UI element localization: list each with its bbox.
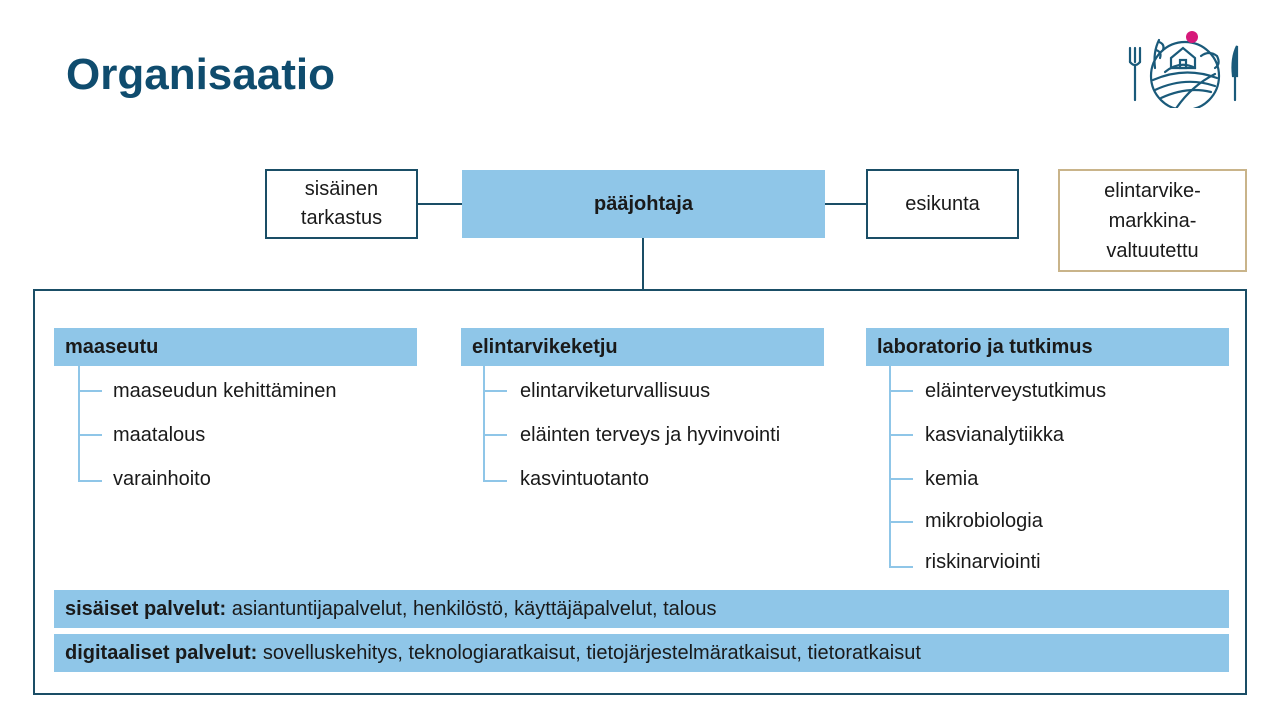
- list-item: maatalous: [113, 424, 206, 446]
- internal-audit-box: sisäinen tarkastus: [265, 169, 418, 239]
- list-item: varainhoito: [113, 468, 211, 490]
- band-label: digitaaliset palvelut:: [65, 642, 258, 664]
- tree-line: [78, 366, 80, 482]
- tree-branch: [891, 390, 913, 392]
- departments-container: [33, 289, 1247, 695]
- dept-header-maaseutu: maaseutu: [54, 328, 417, 366]
- tree-branch: [485, 480, 507, 482]
- tree-line: [889, 366, 891, 568]
- tree-branch: [891, 434, 913, 436]
- band-text: asiantuntijapalvelut, henkilöstö, käyttä…: [226, 598, 717, 620]
- ombudsman-box: elintarvike- markkina- valtuutettu: [1058, 169, 1247, 272]
- dept-header-laboratorio: laboratorio ja tutkimus: [866, 328, 1229, 366]
- tree-branch: [80, 390, 102, 392]
- digital-services-band: digitaaliset palvelut: sovelluskehitys, …: [54, 634, 1229, 672]
- dept-header-elintarvikeketju: elintarvikeketju: [461, 328, 824, 366]
- connector-line: [825, 203, 866, 205]
- page-title: Organisaatio: [66, 50, 335, 99]
- ruokavirasto-logo-icon: [1128, 31, 1239, 108]
- tree-branch: [485, 390, 507, 392]
- list-item: mikrobiologia: [925, 510, 1043, 532]
- director-box: pääjohtaja: [462, 170, 825, 238]
- band-text: sovelluskehitys, teknologiaratkaisut, ti…: [257, 642, 921, 664]
- internal-services-band: sisäiset palvelut: asiantuntijapalvelut,…: [54, 590, 1229, 628]
- list-item: kemia: [925, 468, 979, 490]
- connector-line: [418, 203, 462, 205]
- list-item: maaseudun kehittäminen: [113, 380, 337, 402]
- list-item: riskinarviointi: [925, 551, 1041, 573]
- tree-branch: [80, 480, 102, 482]
- tree-branch: [80, 434, 102, 436]
- list-item: kasvintuotanto: [520, 468, 649, 490]
- tree-branch: [485, 434, 507, 436]
- list-item: eläinten terveys ja hyvinvointi: [520, 424, 781, 446]
- connector-line: [642, 238, 644, 290]
- staff-box: esikunta: [866, 169, 1019, 239]
- tree-branch: [891, 478, 913, 480]
- list-item: kasvianalytiikka: [925, 424, 1064, 446]
- band-label: sisäiset palvelut:: [65, 598, 227, 620]
- tree-branch: [891, 566, 913, 568]
- tree-line: [483, 366, 485, 482]
- list-item: elintarviketurvallisuus: [520, 380, 711, 402]
- list-item: eläinterveystutkimus: [925, 380, 1107, 402]
- tree-branch: [891, 521, 913, 523]
